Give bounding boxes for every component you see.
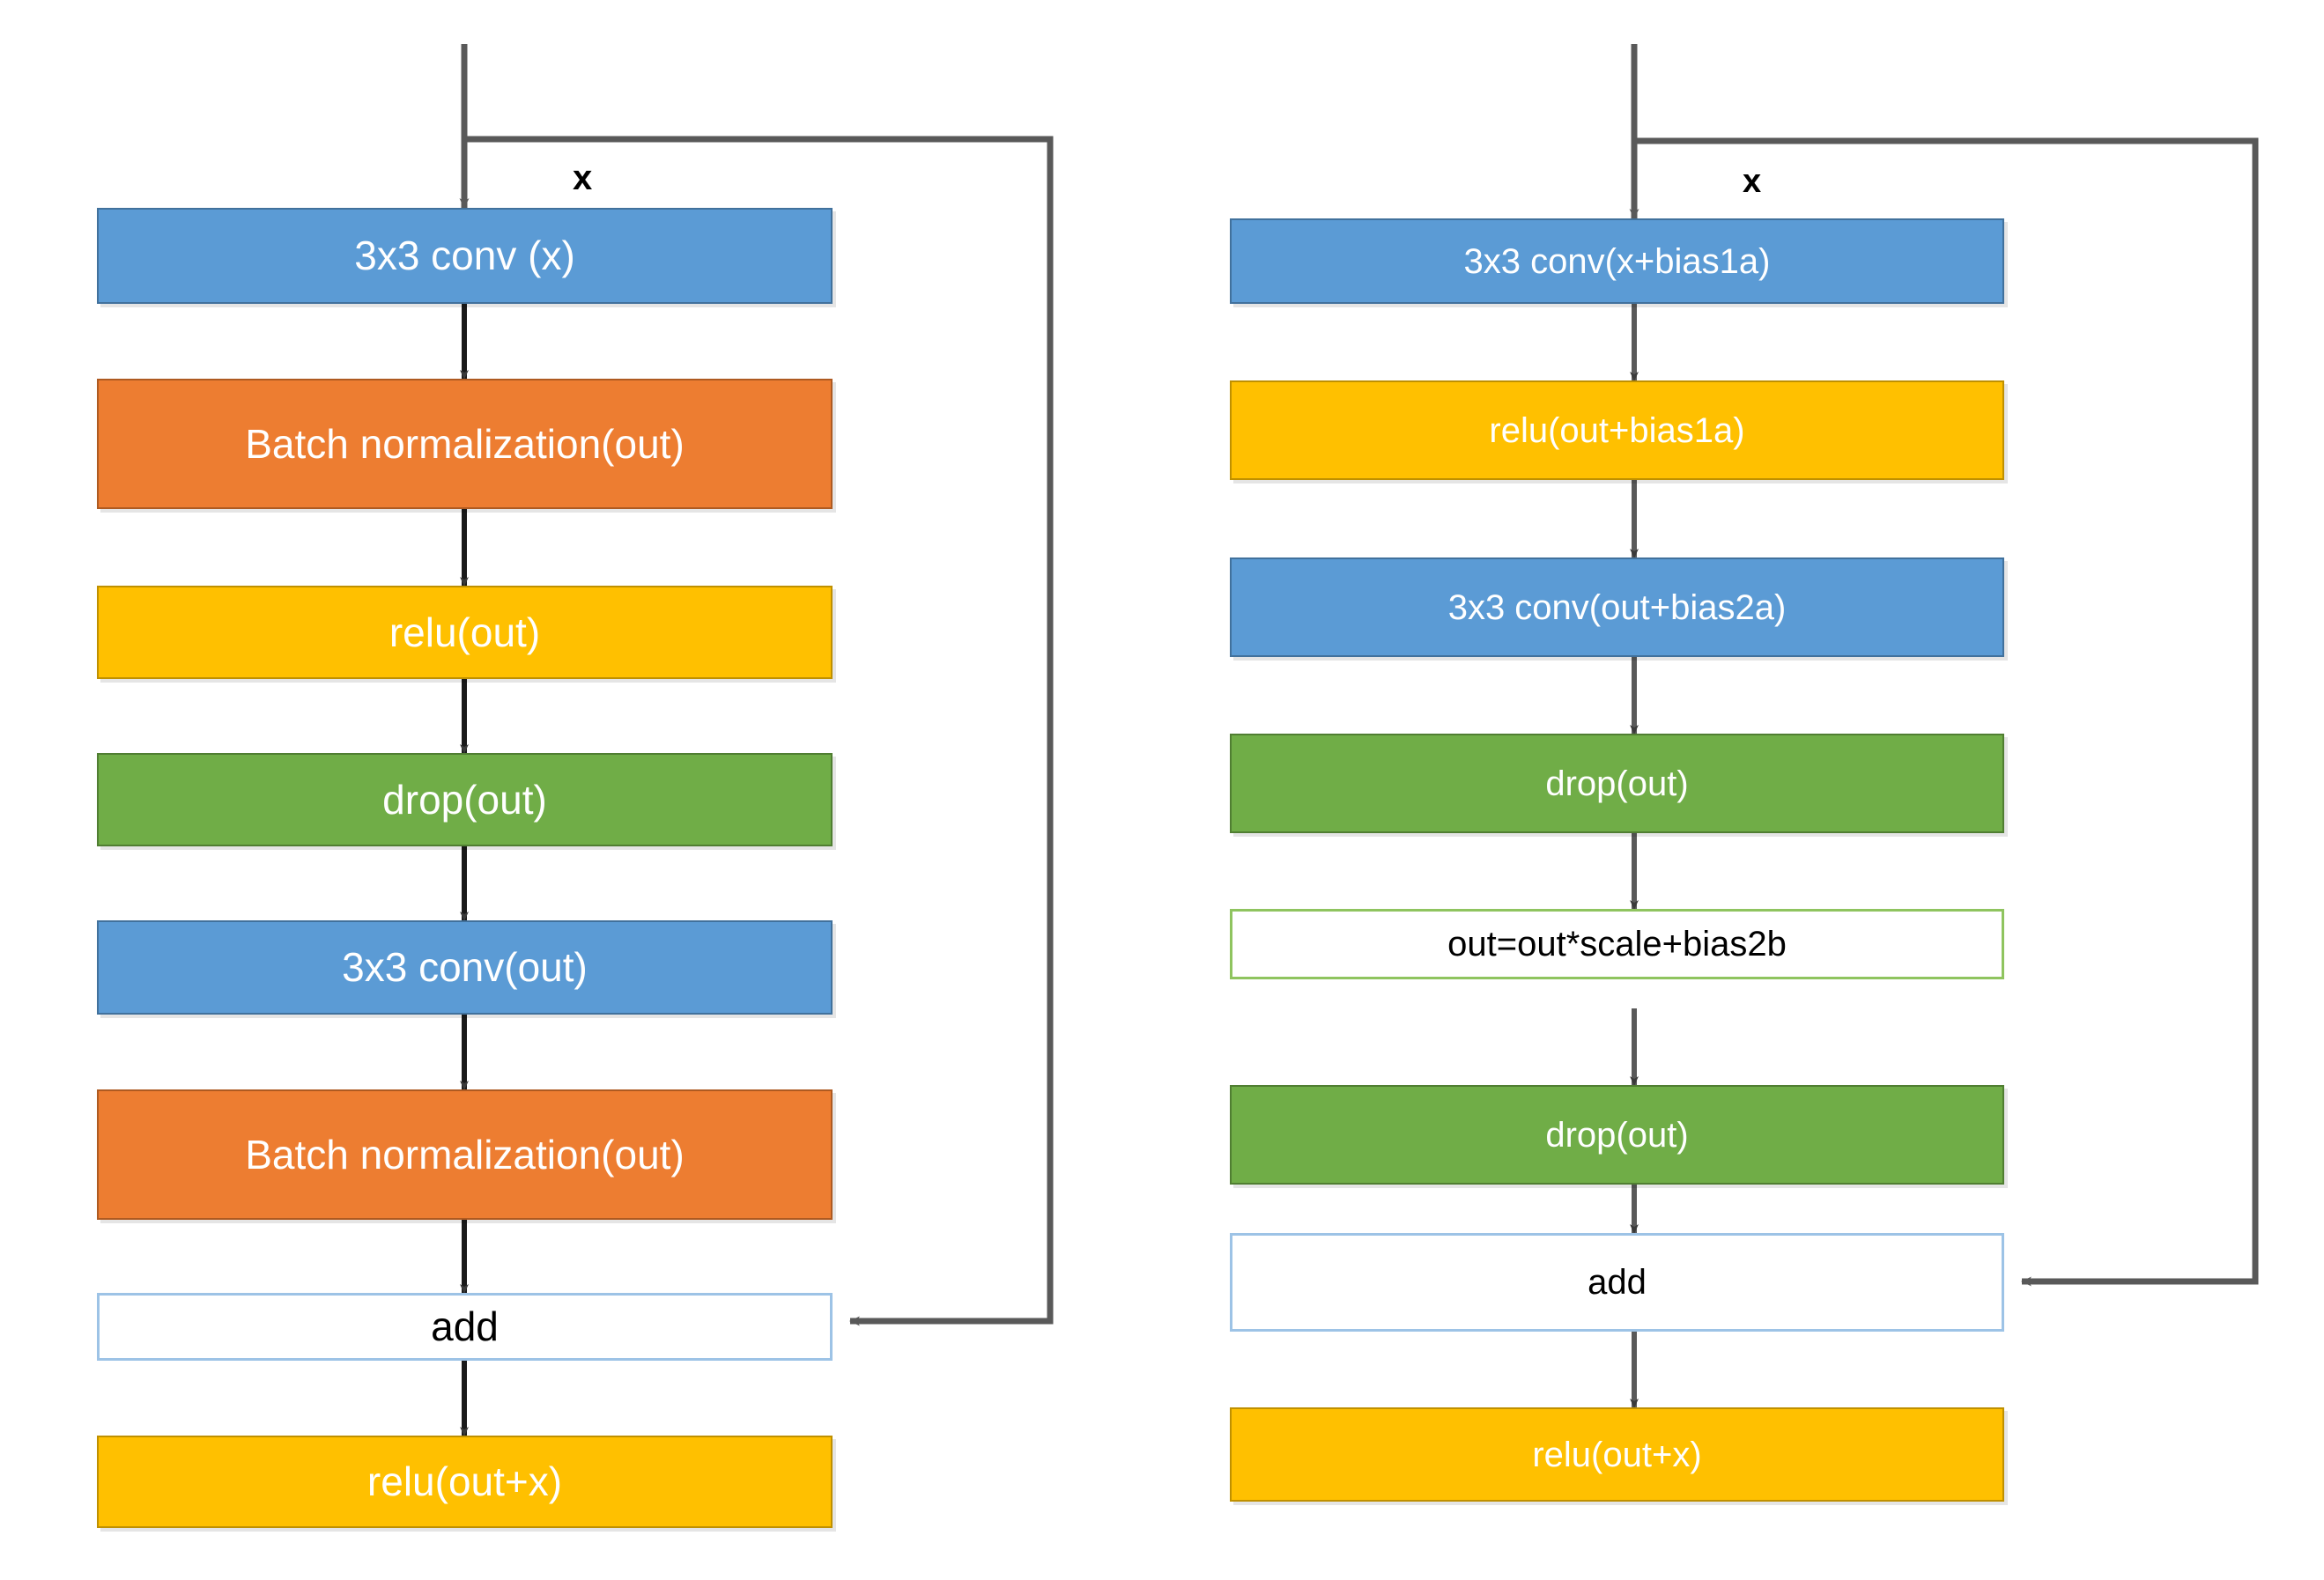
right-node-drop2-label: drop(out) <box>1545 1115 1689 1155</box>
left-skip-label: x <box>573 159 593 197</box>
left-node-relu1[interactable]: relu(out) <box>97 586 833 679</box>
left-node-conv2[interactable]: 3x3 conv(out) <box>97 920 833 1015</box>
left-node-conv1[interactable]: 3x3 conv (x) <box>97 208 833 304</box>
left-node-drop1-label: drop(out) <box>382 776 547 823</box>
left-node-add-label: add <box>431 1303 499 1350</box>
right-node-scale[interactable]: out=out*scale+bias2b <box>1230 909 2004 979</box>
right-node-relu1[interactable]: relu(out+bias1a) <box>1230 380 2004 480</box>
right-node-scale-label: out=out*scale+bias2b <box>1447 925 1787 964</box>
right-node-drop1[interactable]: drop(out) <box>1230 734 2004 833</box>
right-node-add[interactable]: add <box>1230 1233 2004 1332</box>
left-node-relu1-label: relu(out) <box>389 609 541 655</box>
left-node-conv2-label: 3x3 conv(out) <box>342 944 588 991</box>
left-node-add[interactable]: add <box>97 1293 833 1361</box>
right-node-drop1-label: drop(out) <box>1545 764 1689 803</box>
left-node-relu2-label: relu(out+x) <box>366 1458 563 1505</box>
left-node-bn1-label: Batch normalization(out) <box>245 420 685 467</box>
right-node-add-label: add <box>1588 1263 1647 1302</box>
left-node-bn2-label: Batch normalization(out) <box>245 1131 685 1178</box>
right-node-conv1[interactable]: 3x3 conv(x+bias1a) <box>1230 218 2004 304</box>
left-node-drop1[interactable]: drop(out) <box>97 753 833 846</box>
left-node-bn2[interactable]: Batch normalization(out) <box>97 1089 833 1220</box>
right-node-relu2-label: relu(out+x) <box>1532 1435 1702 1474</box>
right-skip-label: x <box>1743 163 1762 200</box>
right-node-drop2[interactable]: drop(out) <box>1230 1085 2004 1185</box>
left-node-bn1[interactable]: Batch normalization(out) <box>97 379 833 509</box>
right-node-relu1-label: relu(out+bias1a) <box>1489 410 1745 450</box>
right-node-conv2[interactable]: 3x3 conv(out+bias2a) <box>1230 557 2004 657</box>
right-node-conv2-label: 3x3 conv(out+bias2a) <box>1447 587 1787 627</box>
left-node-relu2[interactable]: relu(out+x) <box>97 1436 833 1528</box>
right-node-conv1-label: 3x3 conv(x+bias1a) <box>1463 241 1771 281</box>
right-node-relu2[interactable]: relu(out+x) <box>1230 1407 2004 1502</box>
left-node-conv1-label: 3x3 conv (x) <box>354 233 575 279</box>
